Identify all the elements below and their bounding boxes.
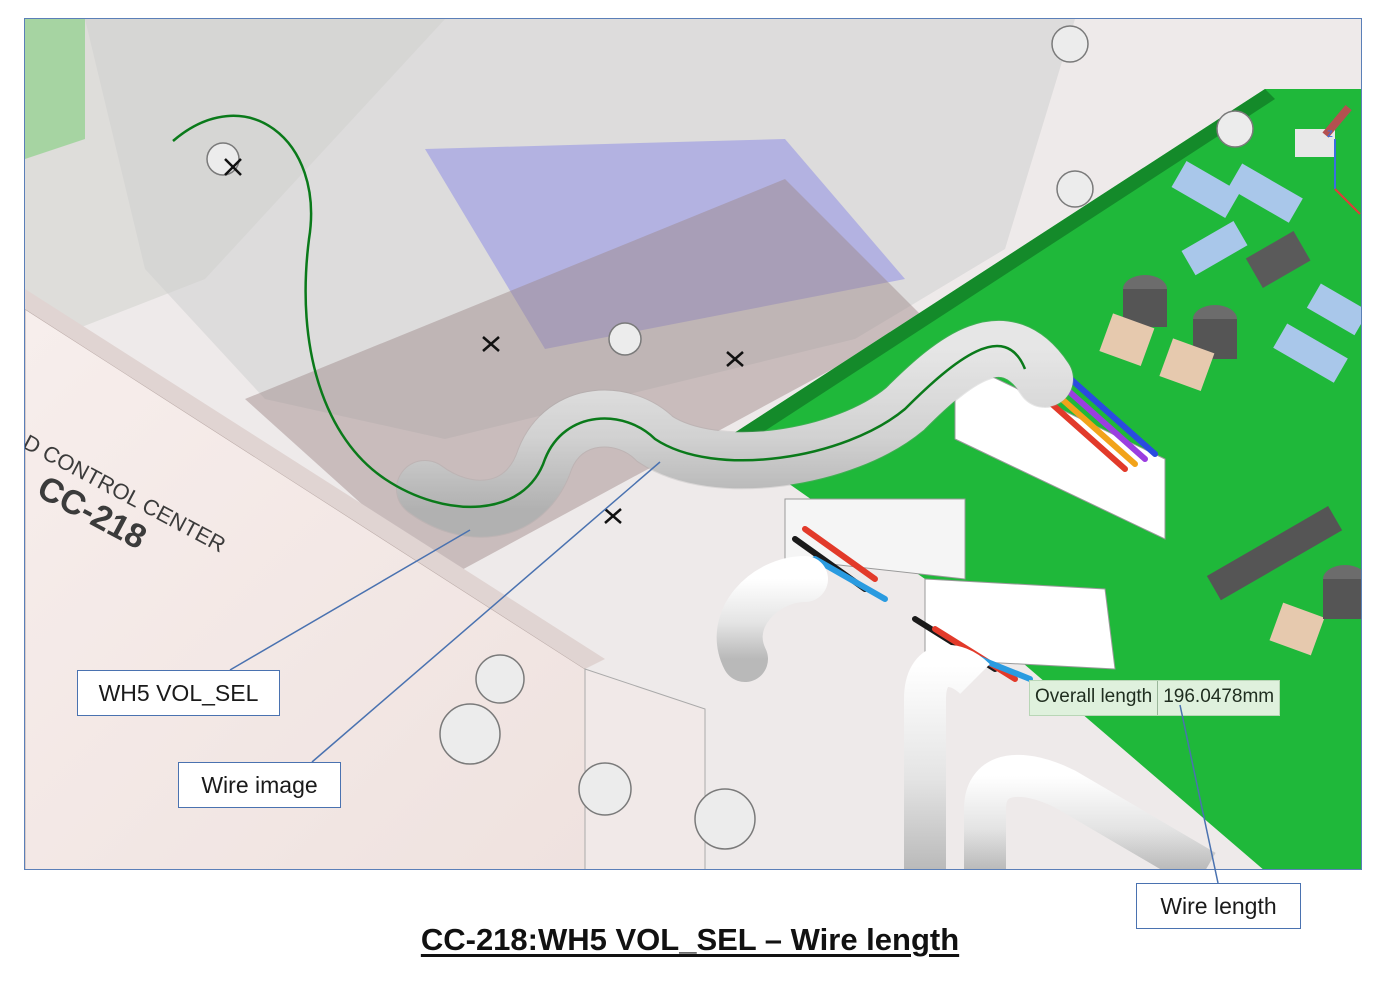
pcb-edge [725, 89, 1275, 449]
svg-text:z: z [1327, 126, 1333, 140]
callout-wh5-vol-sel: WH5 VOL_SEL [77, 670, 280, 716]
overall-length-value: 196.0478mm [1163, 686, 1275, 707]
secondary-harness-3 [964, 754, 1216, 869]
cad-scene[interactable]: D CONTROL CENTER CC-218 z [25, 19, 1362, 870]
tooltip-divider [1157, 681, 1159, 715]
callout-wire-image: Wire image [178, 762, 341, 808]
cad-3d-viewport[interactable]: D CONTROL CENTER CC-218 z [24, 18, 1362, 870]
callout-wire-length: Wire length [1136, 883, 1301, 929]
figure-caption: CC-218:WH5 VOL_SEL – Wire length [420, 922, 960, 957]
connector-headers [784, 358, 1166, 670]
secondary-harness [716, 556, 828, 682]
xyz-axis-triad-icon: z [1327, 126, 1361, 215]
small-green-board [25, 19, 85, 159]
translucent-enclosure-blue [425, 139, 905, 349]
pcb-components [1099, 104, 1361, 656]
secondary-harness-2 [904, 644, 990, 869]
measurement-tooltip: Overall length 196.0478mm [1029, 680, 1281, 716]
overall-length-label: Overall length [1035, 686, 1153, 707]
